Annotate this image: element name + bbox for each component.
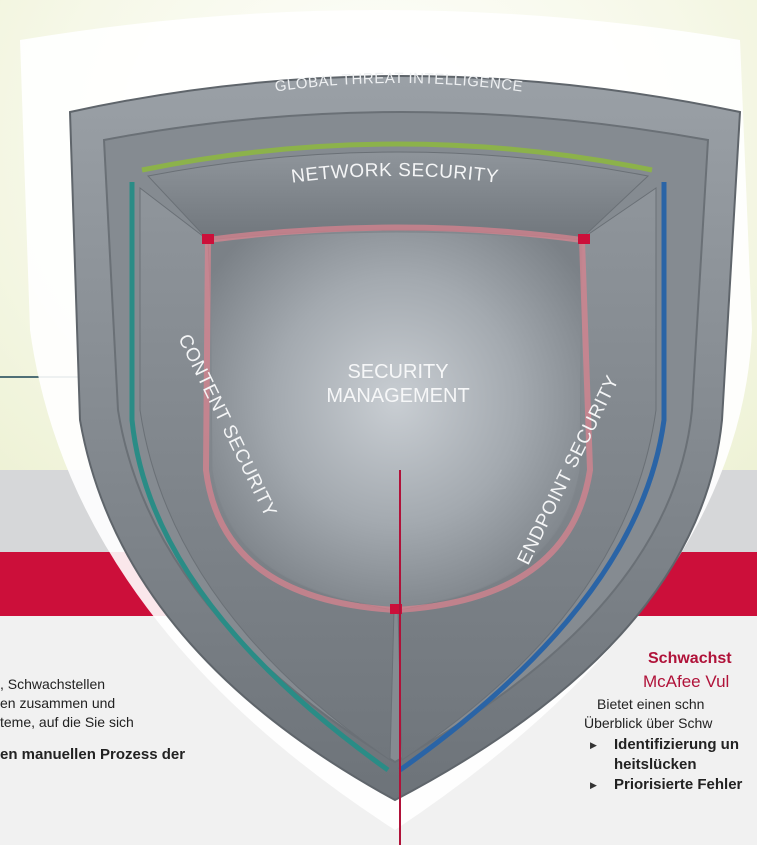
- center-segment: [209, 231, 583, 609]
- center-label-line1: SECURITY: [347, 361, 448, 383]
- center-label-line2: MANAGEMENT: [326, 385, 469, 407]
- bullet-icon: ▶: [590, 781, 597, 791]
- left-text-line2: en zusammen und: [0, 695, 116, 711]
- right-bullet2: Priorisierte Fehler: [614, 776, 743, 793]
- red-ring: [202, 224, 594, 614]
- red-joint-bottom: [390, 604, 402, 614]
- right-bullet1-line2: heitslücken: [614, 756, 697, 773]
- left-text-line1: , Schwachstellen: [0, 676, 106, 692]
- network-edge: [141, 141, 653, 173]
- content-edge: [129, 182, 390, 773]
- right-product-name: McAfee Vul: [643, 672, 730, 691]
- right-text-line2: Überblick über Schw: [584, 715, 713, 731]
- right-heading: Schwachst: [648, 650, 732, 667]
- right-bullet1-line1: Identifizierung un: [614, 736, 739, 753]
- bullet-icon: ▶: [590, 741, 597, 751]
- left-text-line3: teme, auf die Sie sich: [0, 714, 134, 730]
- endpoint-edge: [398, 182, 667, 773]
- red-joint-left: [202, 234, 214, 244]
- right-text-line1: Bietet einen schn: [597, 696, 705, 712]
- red-joint-right: [578, 234, 590, 244]
- left-text-line4: en manuellen Prozess der: [0, 746, 186, 763]
